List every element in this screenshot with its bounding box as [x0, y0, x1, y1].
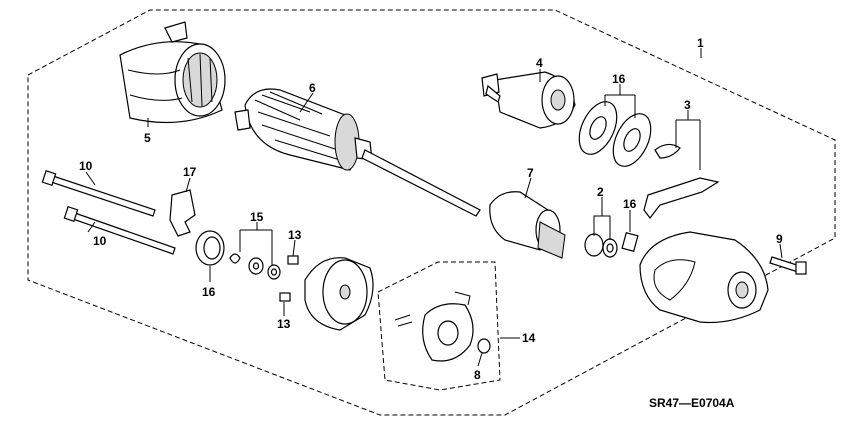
- brush-holder: [394, 291, 474, 362]
- washers-15: [229, 253, 281, 280]
- brush-holder-bracket: [169, 189, 196, 237]
- callout-9: 9: [776, 232, 783, 246]
- callout-10-lower: 10: [93, 234, 107, 248]
- callout-6: 6: [309, 81, 316, 95]
- stop-ring-collar: [584, 233, 618, 258]
- overrunning-clutch-pinion: [489, 191, 566, 259]
- screws-13: [279, 255, 299, 302]
- callout-16-left: 16: [202, 285, 216, 299]
- diagram-code: SR47—E0704A: [649, 396, 735, 410]
- callout-4: 4: [536, 56, 543, 70]
- callout-10-upper: 10: [79, 159, 93, 173]
- callout-15: 15: [250, 210, 264, 224]
- callout-16-upper: 16: [612, 72, 626, 86]
- through-bolts: [41, 169, 176, 255]
- washer-right: [621, 231, 639, 253]
- leader-lines: [85, 48, 783, 367]
- callout-14: 14: [522, 331, 536, 345]
- callout-2: 2: [597, 185, 604, 199]
- callout-8: 8: [474, 368, 481, 382]
- callout-7: 7: [527, 166, 534, 180]
- bolt-9: [769, 256, 807, 275]
- front-housing: [639, 231, 769, 324]
- spacer-plates-upper: [578, 101, 652, 167]
- callout-3: 3: [684, 98, 691, 112]
- callout-13-lower: 13: [277, 317, 291, 331]
- brush-holder-boundary: [377, 261, 501, 391]
- rear-cover: [304, 257, 374, 331]
- callout-13-upper: 13: [288, 228, 302, 242]
- shift-lever: [643, 143, 720, 219]
- callout-1: 1: [697, 36, 704, 50]
- solenoid: [481, 71, 576, 129]
- callout-17: 17: [183, 165, 197, 179]
- callout-5: 5: [144, 131, 151, 145]
- bushing-8: [477, 338, 491, 354]
- rear-seal: [195, 230, 225, 266]
- field-coil-yoke: [119, 21, 226, 124]
- callout-16-right: 16: [623, 197, 637, 211]
- assembly-boundary: [27, 9, 836, 416]
- armature: [234, 88, 481, 217]
